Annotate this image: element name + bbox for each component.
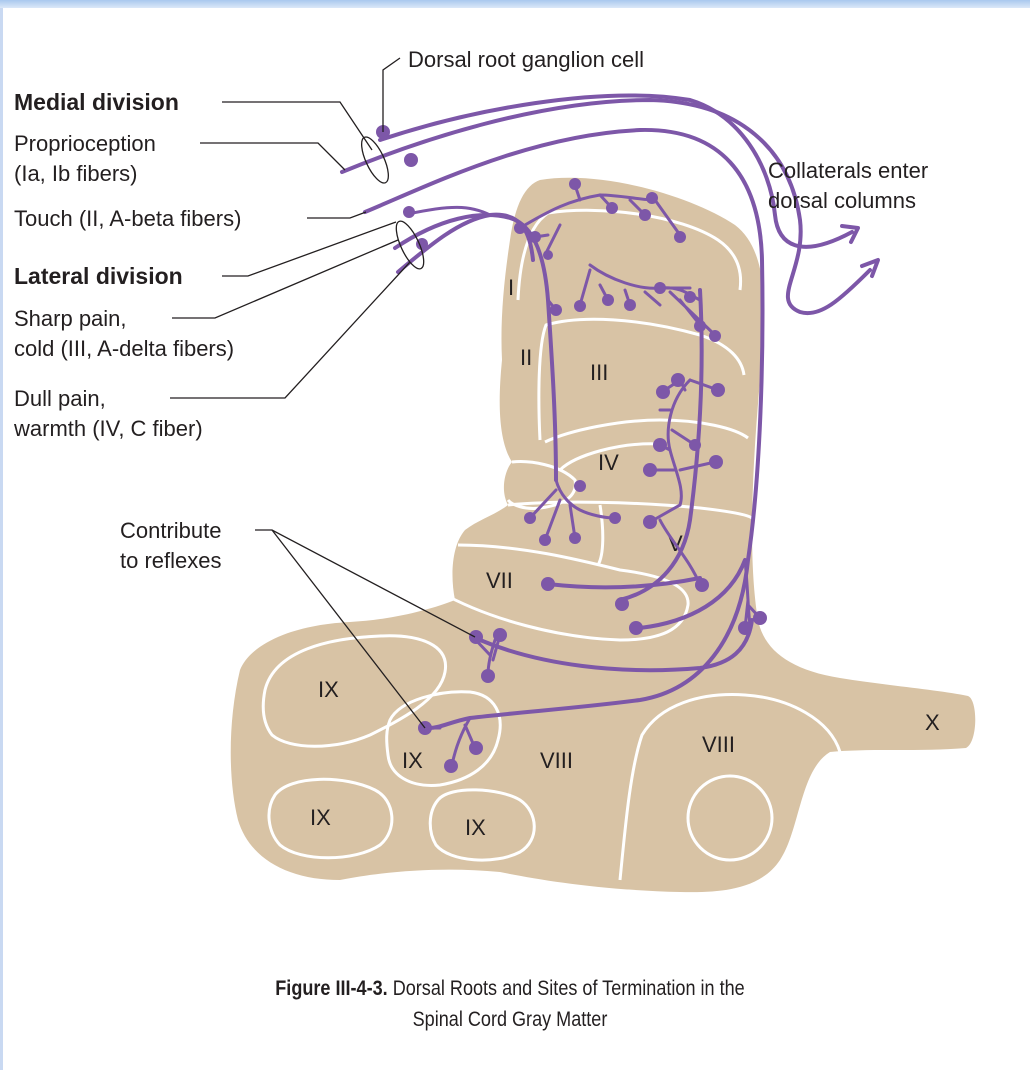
medial-division-label: Medial division: [14, 89, 179, 115]
caption-line-2: Spinal Cord Gray Matter: [209, 1004, 811, 1035]
spinal-cord-diagram: I II III IV V VII IX IX IX IX VIII VIII …: [0, 0, 1030, 960]
sharp-pain-label: Sharp pain,: [14, 306, 127, 331]
to-reflexes-label: to reflexes: [120, 548, 222, 573]
proprioception-label: Proprioception: [14, 131, 156, 156]
lateral-division-label: Lateral division: [14, 263, 183, 289]
lamina-viii-medial-label: VIII: [540, 748, 573, 773]
lamina-iv-label: IV: [598, 450, 619, 475]
dull-pain-label: Dull pain,: [14, 386, 106, 411]
dorsal-root-ganglion-cell-label: Dorsal root ganglion cell: [408, 47, 644, 72]
touch-label: Touch (II, A-beta fibers): [14, 206, 241, 231]
lamina-ii-label: II: [520, 345, 532, 370]
dull-pain-fibers-label: warmth (IV, C fiber): [13, 416, 203, 441]
figure-number: Figure III-4-3.: [275, 977, 387, 1000]
lamina-vii-label: VII: [486, 568, 513, 593]
lamina-x-label: X: [925, 710, 940, 735]
lamina-ix-middle-label: IX: [402, 748, 423, 773]
caption-line-1: Dorsal Roots and Sites of Termination in…: [393, 977, 745, 1000]
lamina-ix-upper-label: IX: [318, 677, 339, 702]
figure-caption: Figure III-4-3. Dorsal Roots and Sites o…: [209, 973, 811, 1035]
lamina-i-label: I: [508, 275, 514, 300]
lamina-ix-lower-right-label: IX: [465, 815, 486, 840]
lamina-iii-label: III: [590, 360, 608, 385]
collaterals-label: Collaterals enter: [768, 158, 928, 183]
contribute-label: Contribute: [120, 518, 222, 543]
proprioception-fibers-label: (Ia, Ib fibers): [14, 161, 137, 186]
sharp-pain-fibers-label: cold (III, A-delta fibers): [14, 336, 234, 361]
lamina-ix-lower-left-label: IX: [310, 805, 331, 830]
dorsal-columns-label: dorsal columns: [768, 188, 916, 213]
lamina-viii-lateral-label: VIII: [702, 732, 735, 757]
